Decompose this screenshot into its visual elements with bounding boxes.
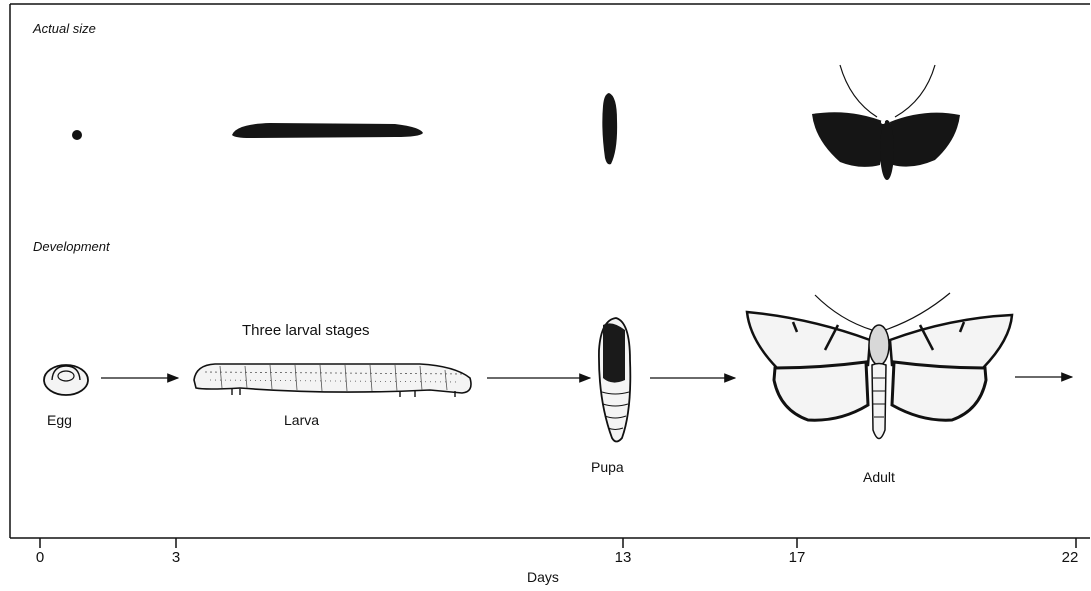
axis-label-0: 0 [20,549,60,566]
time-axis [40,538,1076,548]
larva-actual-size [232,123,423,138]
section-actual-size: Actual size [33,21,96,36]
pupa-actual-size [602,93,617,164]
egg-drawing [44,365,88,395]
axis-label-3: 3 [156,549,196,566]
section-development: Development [33,239,110,254]
label-pupa: Pupa [591,459,624,475]
axis-label-22: 22 [1050,549,1090,566]
pupa-drawing [599,318,630,442]
label-adult: Adult [863,469,895,485]
label-larval-stages: Three larval stages [242,322,370,339]
adult-actual-size [812,65,960,180]
label-larva: Larva [284,412,319,428]
larva-drawing [194,364,471,397]
label-egg: Egg [47,412,72,428]
adult-drawing [747,293,1012,439]
egg-actual-size [72,130,82,140]
axis-label-17: 17 [777,549,817,566]
axis-title-days: Days [527,569,559,585]
axis-label-13: 13 [603,549,643,566]
